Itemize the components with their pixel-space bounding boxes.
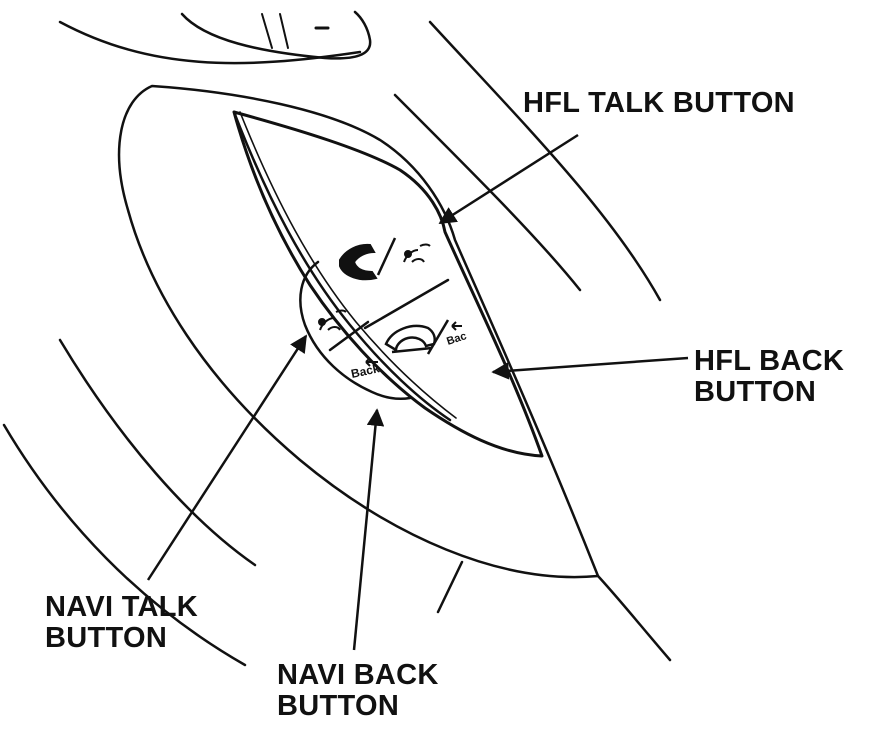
wheel-rim-right-arc-inner [393,93,582,292]
panel-edge-line-b [239,111,457,419]
hfl-talk-callout-line1: HFL TALK BUTTON [523,87,795,119]
navi-talk-callout-line2: BUTTON [45,622,168,654]
spoke-outer-shell [117,84,600,579]
hfl-back-button-callout: HFL BACK BUTTON [694,346,844,408]
navi-back-button-callout: NAVI BACK BUTTON [277,660,439,722]
hfl-back-button[interactable]: Bac [384,319,468,355]
navi-talk-button[interactable] [318,309,347,331]
phone-pickup-icon [339,243,378,281]
hfl-back-callout-line2: BUTTON [694,376,817,408]
navi-back-button[interactable]: Back [350,357,381,381]
panel-edge-line-a [232,110,452,422]
hfl-back-callout-line1: HFL BACK [694,345,845,377]
wheel-rim-right-arc-outer [428,20,662,302]
navi-back-glyph-text: Back [350,361,381,381]
voice-talk-icon [403,243,431,263]
back-arrow-icon [365,357,378,367]
navi-button-divider [328,320,370,352]
hfl-button-divider [363,278,450,330]
voice-talk-icon [318,309,347,331]
hub-top-inner-line-1 [261,13,273,49]
wheel-rim-left-arc-inner [58,338,257,567]
navi-back-callout-line1: NAVI BACK [277,659,439,691]
hfl-talk-button-callout: HFL TALK BUTTON [523,88,795,119]
hfl-back-glyph-text: Bac [445,330,468,348]
hfl-back-slash [426,319,450,355]
phone-hangup-icon [384,324,436,353]
hfl-talk-slash [376,237,397,276]
wheel-rim-left-arc-outer [2,423,247,667]
navi-switch-pod [299,260,412,400]
back-arrow-icon [451,321,462,331]
phone-hangup-base [391,346,433,354]
hfl-talk-button[interactable] [339,237,431,281]
wheel-rim-bottom-right [596,574,672,662]
navi-talk-leader-arrow [146,334,308,581]
hub-top-inner-line-2 [279,13,289,49]
navi-talk-button-callout: NAVI TALK BUTTON [45,592,198,654]
wheel-rim-lower-tick [436,560,464,614]
hfl-talk-leader-arrow [438,133,579,225]
navi-back-leader-arrow [352,408,385,651]
hub-top-cover [180,10,372,60]
switch-panel-outline [232,110,544,458]
navi-back-callout-line2: BUTTON [277,690,400,722]
hfl-back-leader-arrow [491,356,689,380]
navi-talk-callout-line1: NAVI TALK [45,591,199,623]
